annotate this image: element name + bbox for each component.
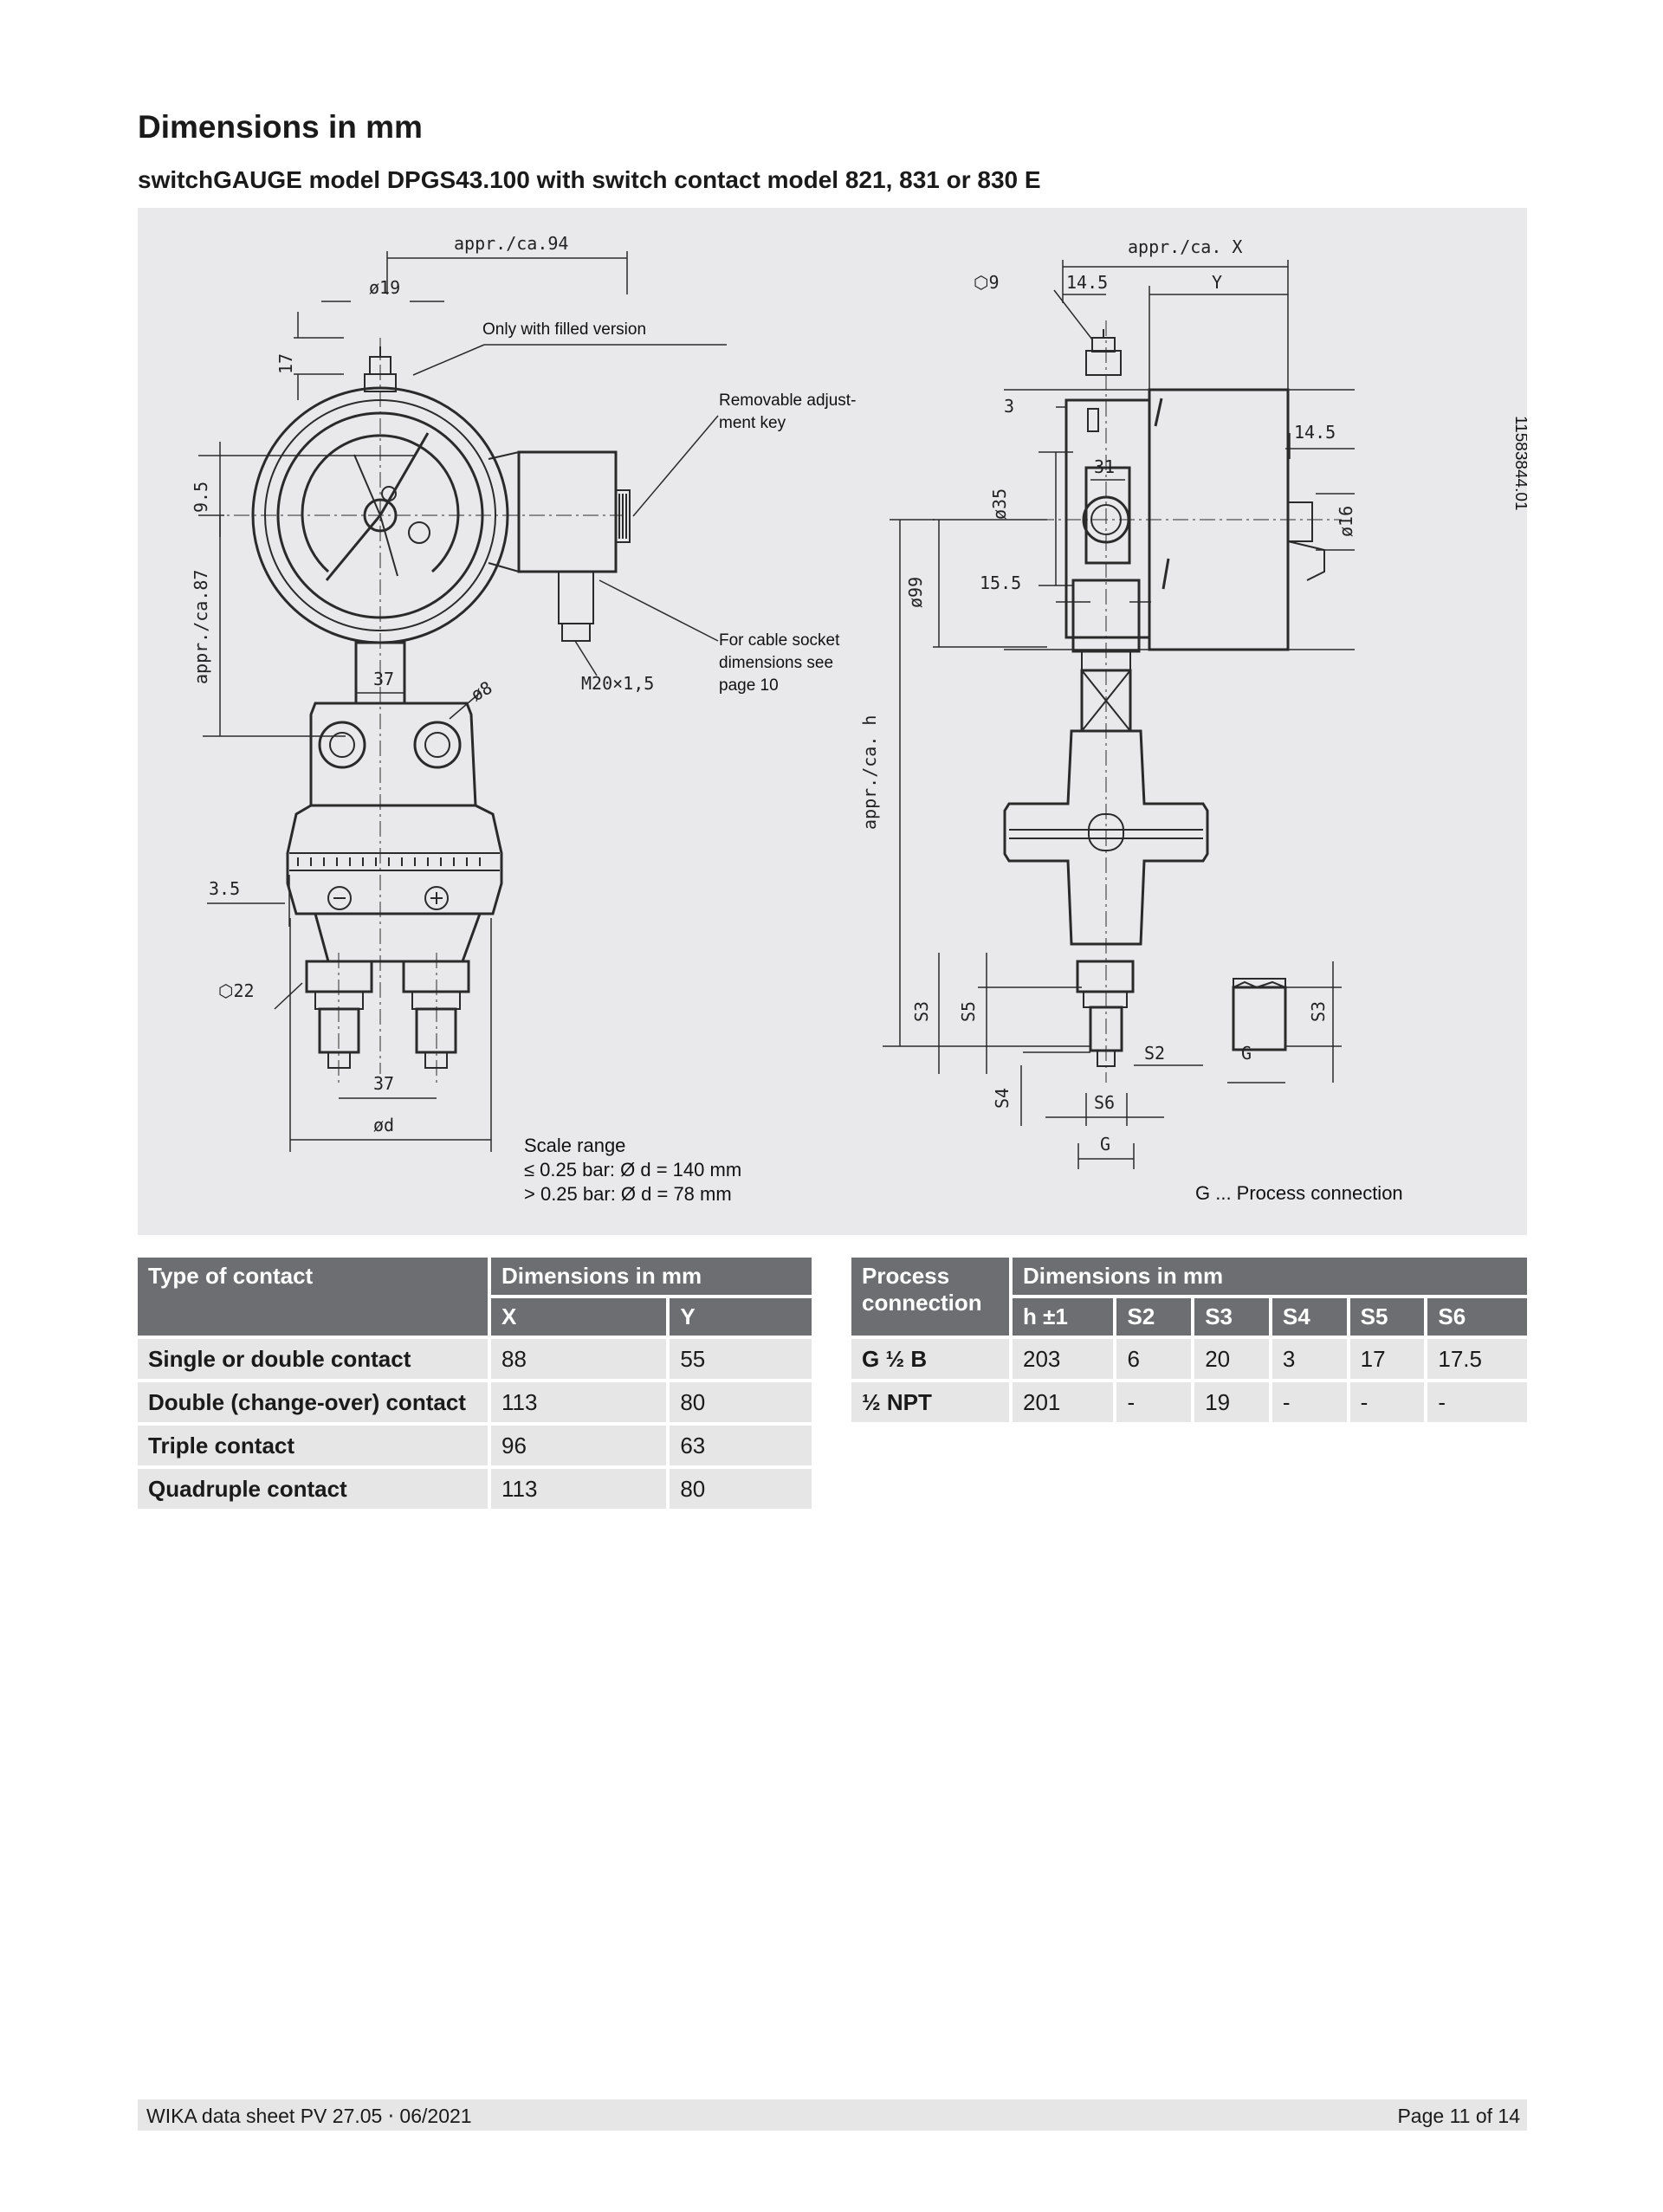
dim-appr87: appr./ca.87: [191, 570, 211, 684]
col-s3: S3: [1194, 1298, 1269, 1336]
note-adjust-key-1: Removable adjust-: [719, 391, 856, 410]
table-row: G ½ B 203 6 20 3 17 17.5: [851, 1339, 1527, 1379]
cell-s2: 6: [1116, 1339, 1192, 1379]
dim-G-bottom: G: [1100, 1134, 1110, 1155]
col-process-connection: Process connection: [851, 1258, 1009, 1336]
dim-hex22: ⬡22: [218, 980, 255, 1001]
dimension-drawing: appr./ca.94 ø19 17 9.5 appr./ca.87 37 ø8…: [138, 208, 1527, 1235]
dim-m20: M20×1,5: [581, 673, 654, 694]
col-type-of-contact: Type of contact: [138, 1258, 488, 1336]
dim-od35: ø35: [989, 488, 1010, 520]
cell-x: 113: [491, 1469, 667, 1509]
col-dimensions: Dimensions in mm: [491, 1258, 812, 1295]
process-connection-table: Process connection Dimensions in mm h ±1…: [848, 1254, 1530, 1426]
cell-type: Double (change-over) contact: [138, 1382, 488, 1422]
note-cable-socket-3: page 10: [719, 676, 779, 695]
note-scale-range-2: > 0.25 bar: Ø d = 78 mm: [524, 1183, 732, 1205]
cell-y: 63: [670, 1426, 812, 1465]
col-s5: S5: [1349, 1298, 1425, 1336]
col-s2: S2: [1116, 1298, 1192, 1336]
page-subtitle: switchGAUGE model DPGS43.100 with switch…: [138, 166, 1041, 193]
cell-s3: 19: [1194, 1382, 1269, 1422]
dim-d8: ø8: [468, 676, 496, 705]
cell-s4: -: [1272, 1382, 1347, 1422]
dim-d145-side: 14.5: [1294, 422, 1336, 443]
page-footer: WIKA data sheet PV 27.05 ⋅ 06/2021 Page …: [138, 2099, 1527, 2131]
dim-G-right: G: [1241, 1043, 1252, 1064]
dim-Y: Y: [1212, 272, 1222, 293]
table-row: Single or double contact 88 55: [138, 1339, 812, 1379]
dim-apprX: appr./ca. X: [1128, 236, 1242, 257]
cell-y: 80: [670, 1382, 812, 1422]
col-process-line1: Process: [862, 1263, 950, 1289]
cell-s3: 20: [1194, 1339, 1269, 1379]
dim-hex9: ⬡9: [974, 272, 1000, 293]
note-scale-range-1: ≤ 0.25 bar: Ø d = 140 mm: [524, 1159, 741, 1180]
footer-page-number: Page 11 of 14: [1397, 2105, 1520, 2127]
dim-d17: 17: [275, 353, 296, 374]
cell-s2: -: [1116, 1382, 1192, 1422]
col-s4: S4: [1272, 1298, 1347, 1336]
dim-od99: ø99: [905, 577, 926, 608]
dim-S5: S5: [958, 1001, 979, 1022]
cell-s5: -: [1349, 1382, 1425, 1422]
dim-od: ød: [373, 1115, 394, 1135]
note-cable-socket-2: dimensions see: [719, 654, 833, 672]
note-cable-socket-1: For cable socket: [719, 631, 840, 650]
cell-h: 203: [1013, 1339, 1114, 1379]
cell-s4: 3: [1272, 1339, 1347, 1379]
page-title: Dimensions in mm: [138, 109, 423, 145]
dim-d3: 3: [1004, 396, 1014, 417]
dim-S2: S2: [1144, 1043, 1165, 1064]
cell-s6: 17.5: [1427, 1339, 1527, 1379]
cell-type: Triple contact: [138, 1426, 488, 1465]
table-row: Double (change-over) contact 113 80: [138, 1382, 812, 1422]
cell-connection: G ½ B: [851, 1339, 1009, 1379]
cell-s5: 17: [1349, 1339, 1425, 1379]
cell-s6: -: [1427, 1382, 1527, 1422]
note-adjust-key-2: ment key: [719, 414, 786, 432]
dim-d155: 15.5: [980, 572, 1021, 593]
dim-d37-top: 37: [373, 669, 394, 689]
cell-y: 55: [670, 1339, 812, 1379]
dim-od16: ø16: [1336, 506, 1356, 537]
table-row: Quadruple contact 113 80: [138, 1469, 812, 1509]
dim-S4: S4: [992, 1088, 1013, 1109]
cell-type: Single or double contact: [138, 1339, 488, 1379]
dim-d31: 31: [1094, 456, 1115, 477]
note-filled-version: Only with filled version: [482, 320, 646, 339]
dim-d145-top: 14.5: [1066, 272, 1108, 293]
cell-h: 201: [1013, 1382, 1114, 1422]
contact-dimensions-table: Type of contact Dimensions in mm X Y Sin…: [134, 1254, 815, 1512]
technical-drawing-svg: appr./ca.94 ø19 17 9.5 appr./ca.87 37 ø8…: [191, 233, 1527, 1205]
cell-x: 88: [491, 1339, 667, 1379]
cell-x: 96: [491, 1426, 667, 1465]
note-scale-range-title: Scale range: [524, 1135, 625, 1156]
dim-d19: ø19: [369, 277, 400, 298]
dim-d95: 9.5: [191, 482, 211, 513]
cell-y: 80: [670, 1469, 812, 1509]
cell-connection: ½ NPT: [851, 1382, 1009, 1422]
note-process-connection: G ... Process connection: [1195, 1182, 1403, 1204]
col-x: X: [491, 1298, 667, 1336]
table-row: Triple contact 96 63: [138, 1426, 812, 1465]
dim-d37-bottom: 37: [373, 1073, 394, 1094]
col-s6: S6: [1427, 1298, 1527, 1336]
table-row: ½ NPT 201 - 19 - - -: [851, 1382, 1527, 1422]
col-h: h ±1: [1013, 1298, 1114, 1336]
dim-S3-right: S3: [1308, 1001, 1329, 1022]
col-dimensions: Dimensions in mm: [1013, 1258, 1527, 1295]
col-process-line2: connection: [862, 1290, 982, 1316]
footer-datasheet: WIKA data sheet PV 27.05 ⋅ 06/2021: [146, 2105, 472, 2127]
dim-appr94: appr./ca.94: [454, 233, 568, 254]
dim-appr-h: appr./ca. h: [859, 715, 880, 830]
dim-d35: 3.5: [209, 878, 240, 899]
dim-S3-left: S3: [911, 1001, 932, 1022]
col-y: Y: [670, 1298, 812, 1336]
doc-number: 11583844.01: [1511, 416, 1527, 511]
cell-type: Quadruple contact: [138, 1469, 488, 1509]
dim-S6: S6: [1094, 1092, 1115, 1113]
switch-contact-housing: [517, 450, 618, 573]
cell-x: 113: [491, 1382, 667, 1422]
